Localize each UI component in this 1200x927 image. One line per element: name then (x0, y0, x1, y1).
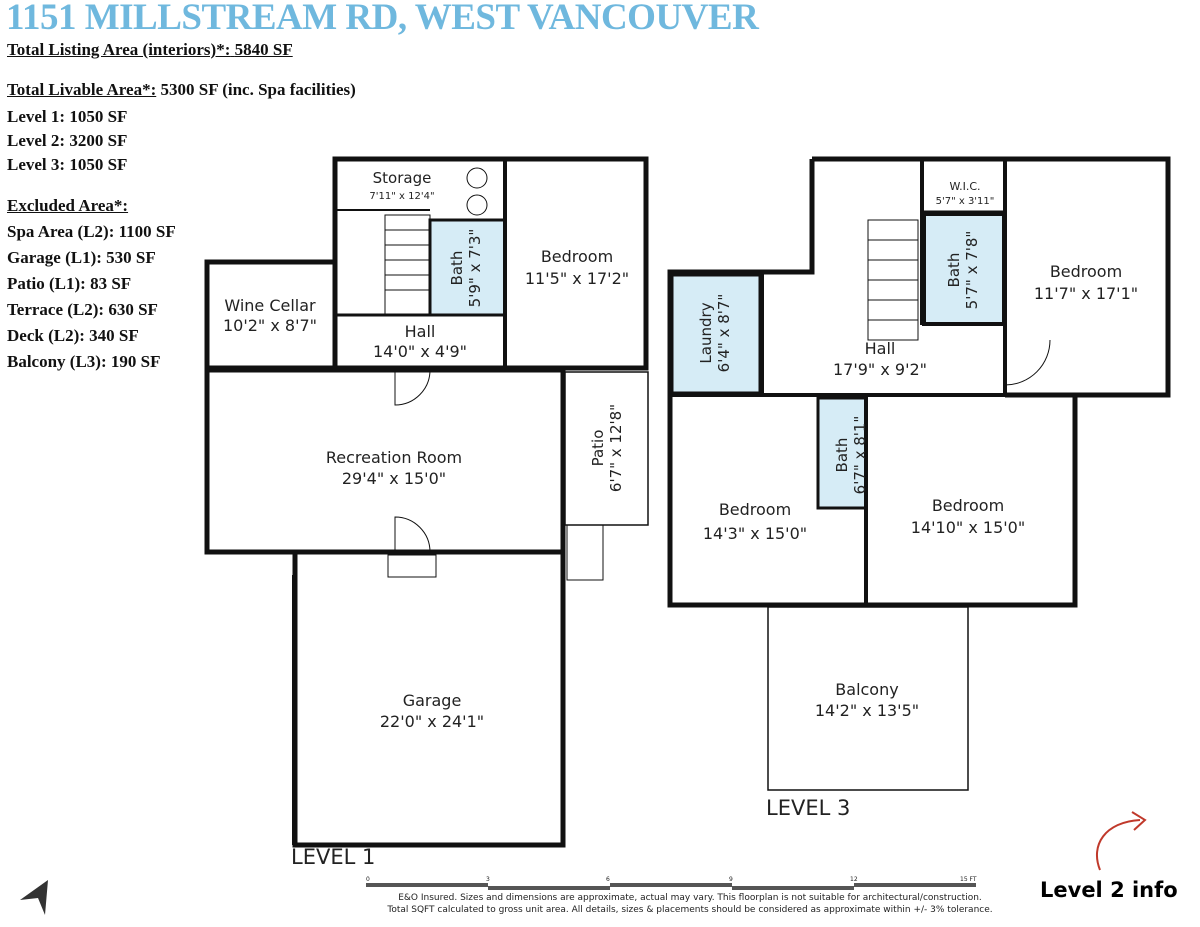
balcony-name: Balcony (835, 680, 898, 699)
level-3-plan (667, 156, 1171, 791)
level-1-label: LEVEL 1 (291, 845, 375, 869)
curved-arrow-icon (1095, 811, 1147, 871)
l1-bedroom-name: Bedroom (541, 247, 613, 266)
level-area-1: Level 1: 1050 SF (7, 107, 128, 126)
excluded-item: Deck (L2): 340 SF (7, 326, 139, 345)
water-heater-icon (466, 194, 488, 216)
livable-label: Total Livable Area*: (7, 80, 157, 99)
wine-cellar-walls (204, 259, 338, 371)
excluded-item: Garage (L1): 530 SF (7, 248, 156, 267)
scale-tick: 9 (729, 876, 733, 883)
listing-value: 5840 SF (234, 40, 293, 59)
l1-hall-dim: 14'0" x 4'9" (373, 342, 467, 361)
l1-bath-dim: 5'9" x 7'3" (466, 229, 484, 308)
storage-dim: 7'11" x 12'4" (369, 191, 434, 202)
bath-fill (922, 212, 1006, 326)
balcony-outline (767, 606, 969, 791)
disclaimer-line: Total SQFT calculated to gross unit area… (387, 905, 993, 915)
rec-room-name: Recreation Room (326, 448, 462, 467)
laundry-dim: 6'4" x 8'7" (715, 294, 733, 373)
l3-bath2-name: Bath (833, 438, 851, 473)
patio-steps (566, 524, 604, 581)
scale-tick: 6 (606, 876, 610, 883)
page-title: 1151 MILLSTREAM RD, WEST VANCOUVER (6, 0, 759, 38)
scale-bar: 0 3 6 9 12 15 FT (366, 876, 977, 890)
excluded-item: Balcony (L3): 190 SF (7, 352, 161, 371)
wic-dim: 5'7" x 3'11" (936, 196, 995, 207)
storage-name: Storage (373, 169, 432, 187)
water-heater-icon (466, 167, 488, 189)
garage-steps (387, 554, 437, 578)
scale-tick: 12 (850, 876, 858, 883)
l3-bath2-dim: 6'7" x 8'1" (851, 416, 869, 495)
balcony-dim: 14'2" x 13'5" (815, 701, 919, 720)
l3-bedroom2-name: Bedroom (719, 500, 791, 519)
l3-bedroom3-name: Bedroom (932, 496, 1004, 515)
excluded-item: Patio (L1): 83 SF (7, 274, 132, 293)
excluded-item: Terrace (L2): 630 SF (7, 300, 158, 319)
level-area-3: Level 3: 1050 SF (7, 155, 128, 174)
l3-bedroom1-name: Bedroom (1050, 262, 1122, 281)
garage-walls (292, 549, 566, 848)
l3-hall-dim: 17'9" x 9'2" (833, 360, 927, 379)
l3-bath1-name: Bath (945, 253, 963, 288)
l3-bedroom1-dim: 11'7" x 17'1" (1034, 284, 1138, 303)
livable-area: Total Livable Area*: 5300 SF (inc. Spa f… (7, 80, 356, 100)
door-swing (394, 369, 431, 406)
patio-outline (564, 371, 649, 526)
disclaimer-line: E&O Insured. Sizes and dimensions are ap… (398, 893, 982, 903)
patio-name: Patio (589, 430, 607, 467)
excluded-item: Spa Area (L2): 1100 SF (7, 222, 176, 241)
l3-bath1-dim: 5'7" x 7'8" (963, 231, 981, 310)
garage-dim: 22'0" x 24'1" (380, 712, 484, 731)
scale-tick: 15 FT (960, 876, 977, 883)
bath-fill (816, 396, 868, 510)
l3-hall-name: Hall (865, 339, 896, 358)
l3-bedroom2-dim: 14'3" x 15'0" (703, 524, 807, 543)
wine-cellar-name: Wine Cellar (224, 296, 316, 315)
excluded-label: Excluded Area*: (7, 196, 129, 215)
level-area-2: Level 2: 3200 SF (7, 131, 128, 150)
door-swing (1004, 339, 1051, 386)
l1-hall-name: Hall (405, 322, 436, 341)
wic-name: W.I.C. (949, 180, 980, 193)
l1-bath-name: Bath (448, 251, 466, 286)
door-swing (394, 516, 431, 553)
scale-tick: 0 (366, 876, 370, 883)
listing-label: Total Listing Area (interiors)*: (7, 40, 231, 59)
garage-name: Garage (403, 691, 462, 710)
l3-bedroom3-dim: 14'10" x 15'0" (911, 518, 1025, 537)
stairs (384, 214, 431, 316)
rec-room-dim: 29'4" x 15'0" (342, 469, 446, 488)
l1-bedroom-dim: 11'5" x 17'2" (525, 269, 629, 288)
livable-value: 5300 SF (inc. Spa facilities) (160, 80, 356, 99)
scale-tick: 3 (486, 876, 490, 883)
level-1-plan (204, 156, 649, 848)
level-2-info-link[interactable]: Level 2 info (1040, 878, 1178, 902)
north-arrow-icon (20, 880, 48, 915)
level-3-label: LEVEL 3 (766, 796, 850, 820)
patio-dim: 6'7" x 12'8" (607, 404, 625, 492)
listing-area: Total Listing Area (interiors)*: 5840 SF (7, 40, 293, 60)
laundry-name: Laundry (697, 302, 715, 363)
wine-cellar-dim: 10'2" x 8'7" (223, 316, 317, 335)
disclaimer: E&O Insured. Sizes and dimensions are ap… (340, 892, 1040, 916)
